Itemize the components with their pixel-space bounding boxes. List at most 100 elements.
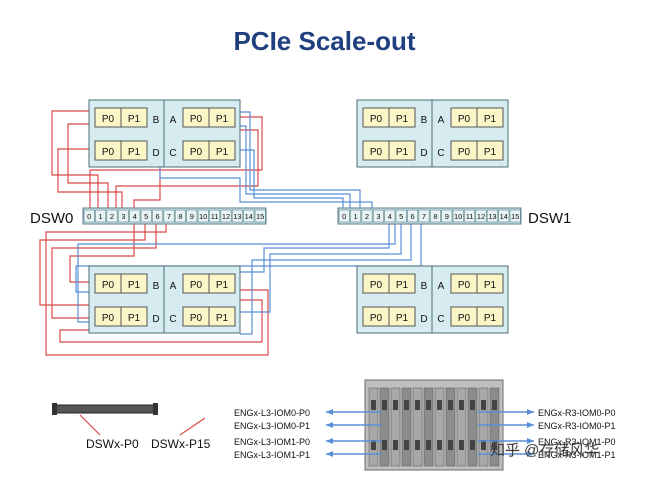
switch-port-label: 15 — [256, 212, 264, 221]
rack-port — [448, 400, 453, 410]
switch-port — [452, 209, 464, 223]
port-p1-label: P1 — [128, 313, 141, 324]
rack-port — [371, 400, 376, 410]
rack-slots — [368, 387, 500, 467]
rack-slot — [368, 387, 379, 467]
slot-label: C — [437, 314, 444, 325]
rack-port — [382, 440, 387, 450]
switch-port — [350, 209, 362, 223]
cable-legend: DSWx-P0 DSWx-P15 — [52, 403, 211, 451]
blue-link — [240, 224, 402, 313]
red-link — [39, 224, 146, 306]
rack-port — [437, 440, 442, 450]
switch-port-label: 5 — [144, 212, 148, 221]
slot-label: C — [169, 148, 176, 159]
port-p1-label: P1 — [216, 280, 229, 291]
switch-port-label: 12 — [477, 212, 485, 221]
switch-port-label: 13 — [233, 212, 241, 221]
blue-link — [240, 149, 344, 208]
switch-port — [441, 209, 453, 223]
switch-port — [464, 209, 476, 223]
switch-port — [129, 209, 141, 223]
rack-port — [481, 440, 486, 450]
switch-port-label: 12 — [222, 212, 230, 221]
switch-port — [395, 209, 407, 223]
io-module: P0 P1 — [450, 273, 504, 294]
rack-left-label: ENGx-L3-IOM0-P1 — [234, 421, 310, 431]
switch-port-label: 14 — [500, 212, 508, 221]
rack-port — [393, 400, 398, 410]
switch-port — [106, 209, 118, 223]
rack-port — [426, 400, 431, 410]
switch-port-label: 2 — [110, 212, 114, 221]
rack-port — [404, 400, 409, 410]
switch-port-label: 10 — [199, 212, 207, 221]
switch-port — [186, 209, 198, 223]
slot-label: A — [438, 115, 445, 126]
port-p0-label: P0 — [190, 280, 203, 291]
switch-port-label: 11 — [466, 212, 474, 221]
io-module: P0 P1 — [182, 306, 236, 327]
port-p0-label: P0 — [458, 280, 471, 291]
port-p0-label: P0 — [190, 313, 203, 324]
port-p1-label: P1 — [396, 280, 409, 291]
switch-port — [95, 209, 107, 223]
rack-port — [415, 440, 420, 450]
rack-slot — [478, 387, 489, 467]
slot-label: A — [438, 281, 445, 292]
switch-port-label: 10 — [454, 212, 462, 221]
red-link — [133, 167, 161, 208]
rack-port — [492, 400, 497, 410]
slot-label: C — [437, 148, 444, 159]
rack-slot — [456, 387, 467, 467]
port-p1-label: P1 — [216, 313, 229, 324]
switch-port — [163, 209, 175, 223]
switch-port-label: 7 — [167, 212, 171, 221]
arrow-icon — [527, 422, 534, 428]
slot-label: B — [153, 115, 160, 126]
switch-port — [83, 209, 95, 223]
rack-right-label: ENGx-R3-IOM0-P1 — [538, 421, 616, 431]
port-p0-label: P0 — [370, 147, 383, 158]
rack-port — [426, 440, 431, 450]
port-p1-label: P1 — [484, 280, 497, 291]
rack-port — [470, 440, 475, 450]
rack-port — [437, 400, 442, 410]
slot-label: A — [170, 115, 177, 126]
port-p0-label: P0 — [102, 147, 115, 158]
port-p1-label: P1 — [128, 147, 141, 158]
switch-port-label: 9 — [190, 212, 194, 221]
switch-port — [209, 209, 221, 223]
rack-port — [481, 400, 486, 410]
arrow-icon — [326, 409, 333, 415]
arrow-icon — [527, 438, 534, 444]
slot-label: B — [153, 281, 160, 292]
rack-port — [459, 440, 464, 450]
switch-port-label: 6 — [411, 212, 415, 221]
switch-port — [429, 209, 441, 223]
port-p0-label: P0 — [458, 114, 471, 125]
rack-slot — [412, 387, 423, 467]
port-p1-label: P1 — [216, 147, 229, 158]
switch-port-label: 2 — [365, 212, 369, 221]
switch-port-label: 14 — [245, 212, 253, 221]
switch-port — [231, 209, 243, 223]
switch-port-label: 11 — [211, 212, 219, 221]
arrow-icon — [326, 438, 333, 444]
port-p1-label: P1 — [128, 114, 141, 125]
rack-port — [470, 400, 475, 410]
blue-link — [75, 224, 422, 293]
red-link — [115, 129, 259, 208]
red-link — [89, 116, 263, 208]
slot-label: B — [421, 281, 428, 292]
